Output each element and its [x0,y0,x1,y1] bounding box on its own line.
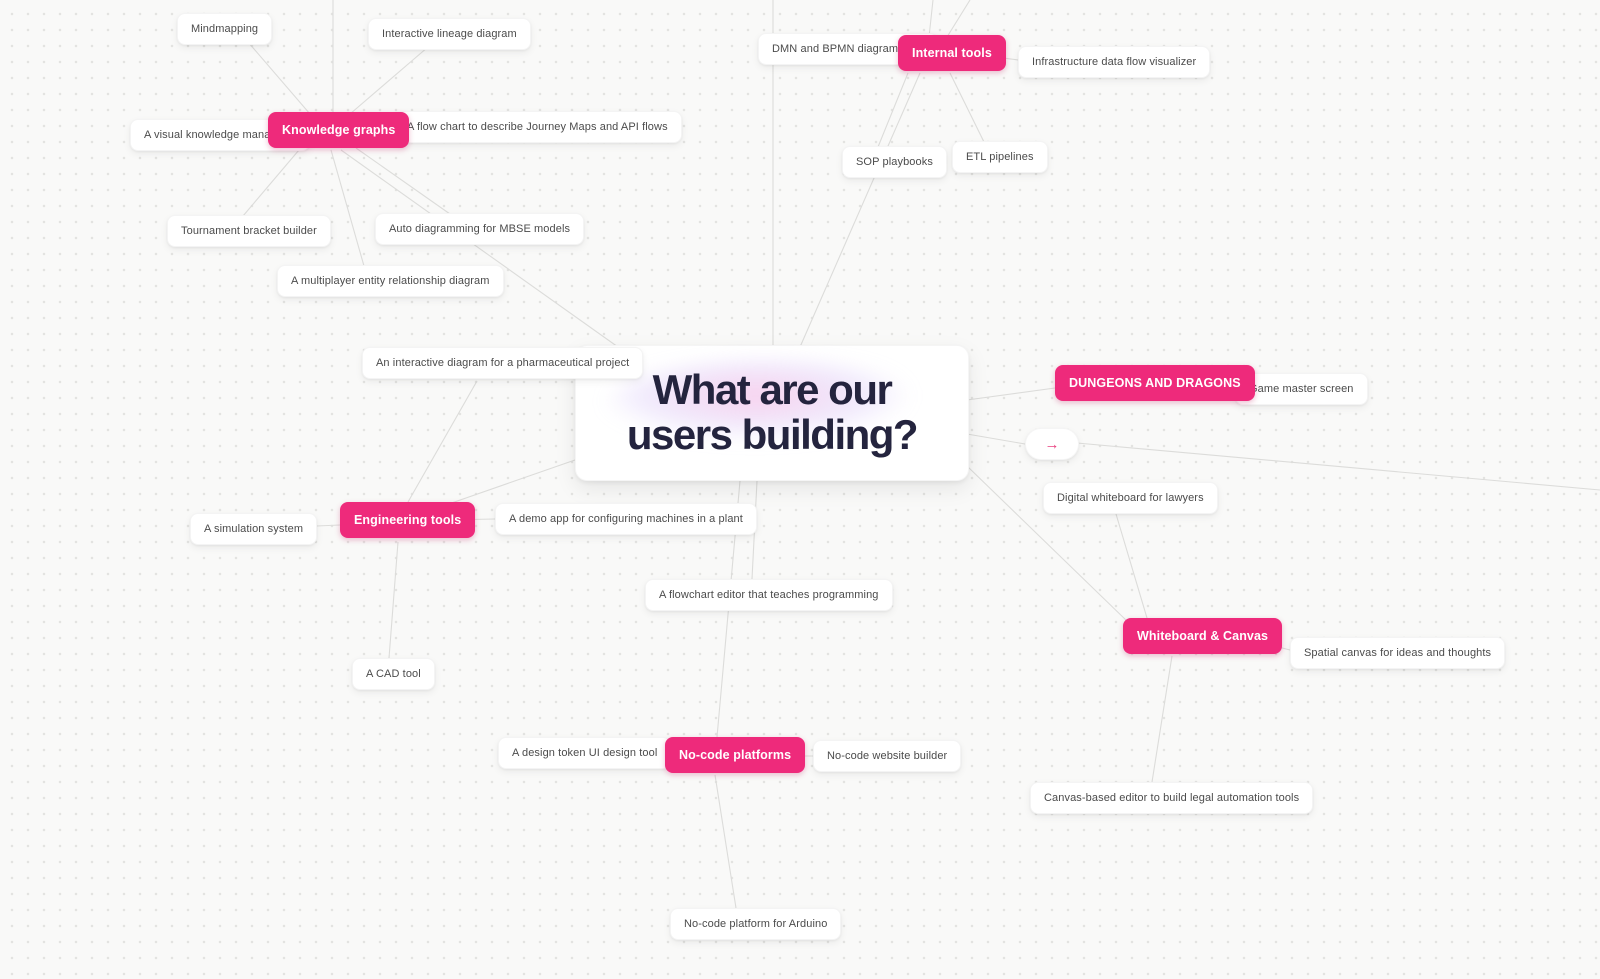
leaf-node-journey-maps[interactable]: A flow chart to describe Journey Maps an… [393,111,682,143]
edge-line [966,387,1056,401]
branch-node-dungeons-and-dragons[interactable]: DUNGEONS AND DRAGONS [1055,365,1255,401]
central-topic-line1: What are our [652,366,893,414]
leaf-node-sop-playbooks[interactable]: SOP playbooks [842,146,947,178]
leaf-node-digital-whiteboard[interactable]: Digital whiteboard for lawyers [1043,482,1218,514]
leaf-node-simulation[interactable]: A simulation system [190,513,318,545]
edge-line [799,72,921,348]
edge-line [1076,442,1600,491]
arrow-node[interactable]: → [1025,428,1079,460]
edge-line [388,541,399,659]
edge-line [247,41,311,115]
edge-line [946,0,971,38]
edge-line [714,774,737,909]
leaf-node-mindmapping[interactable]: Mindmapping [177,13,273,45]
edge-line [966,465,1129,623]
leaf-node-website-builder[interactable]: No-code website builder [813,740,962,772]
edge-line [928,0,934,38]
edge-line [407,380,478,503]
leaf-node-tournament[interactable]: Tournament bracket builder [167,215,331,247]
leaf-node-canvas-legal[interactable]: Canvas-based editor to build legal autom… [1030,782,1314,814]
edge-line [330,149,365,267]
leaf-node-spatial-canvas[interactable]: Spatial canvas for ideas and thoughts [1290,637,1506,669]
edge-line [966,433,1026,445]
leaf-node-cad-tool[interactable]: A CAD tool [352,658,435,690]
branch-node-no-code-platforms[interactable]: No-code platforms [665,737,806,773]
edge-line [1115,513,1148,619]
central-topic-line2: users building? [626,411,919,458]
leaf-node-design-token[interactable]: A design token UI design tool [498,737,672,769]
leaf-node-pharma[interactable]: An interactive diagram for a pharmaceuti… [362,347,644,379]
leaf-node-flowchart-editor[interactable]: A flowchart editor that teaches programm… [645,579,893,611]
branch-node-internal-tools[interactable]: Internal tools [898,35,1006,71]
branch-node-knowledge-graphs[interactable]: Knowledge graphs [268,112,410,148]
leaf-node-demo-app[interactable]: A demo app for configuring machines in a… [495,503,757,535]
arrow-right-icon: → [1044,435,1060,453]
branch-node-engineering-tools[interactable]: Engineering tools [340,502,476,538]
edge-line [340,149,619,348]
edge-line [1151,655,1173,783]
branch-node-whiteboard-canvas[interactable]: Whiteboard & Canvas [1123,618,1283,654]
leaf-node-arduino[interactable]: No-code platform for Arduino [670,908,842,940]
edge-line [242,149,300,217]
leaf-node-game-master[interactable]: Game master screen [1235,373,1368,405]
edge-line [877,72,909,148]
edge-line [949,72,985,143]
edge-line [349,46,429,115]
leaf-node-etl-pipelines[interactable]: ETL pipelines [952,141,1048,173]
leaf-node-infrastructure[interactable]: Infrastructure data flow visualizer [1018,46,1211,78]
leaf-node-multiplayer-erd[interactable]: A multiplayer entity relationship diagra… [277,265,504,297]
leaf-node-interactive-lineage[interactable]: Interactive lineage diagram [368,18,531,50]
edge-line [355,147,451,215]
leaf-node-mbse[interactable]: Auto diagramming for MBSE models [375,213,585,245]
central-glow [604,360,940,454]
edge-line [442,459,576,507]
